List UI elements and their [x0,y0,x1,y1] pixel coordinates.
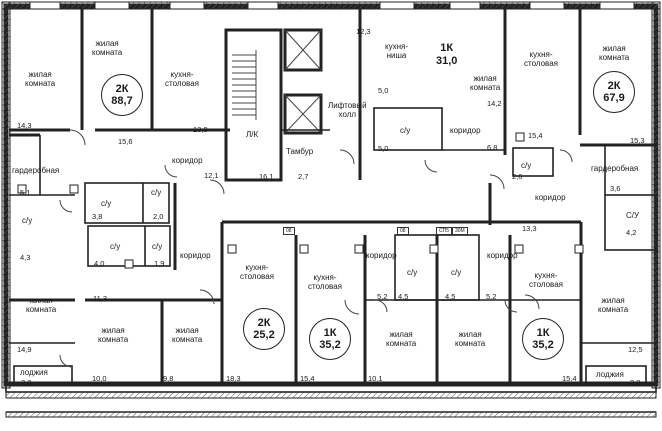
room-area: 14,3 [17,121,32,130]
room-label-bathroom: с/у [151,188,162,197]
room-label-kitchen-niche: кухня- ниша [385,42,409,60]
equipment-tag: 08 [283,227,295,235]
room-area: 14,2 [487,99,502,108]
room-label-loggia: лоджия [20,368,48,377]
room-area: 10,0 [92,374,107,383]
room-label-bathroom: с/у [110,242,121,251]
room-label-living: жилая комната [470,74,501,92]
equipment-tag: СП5 [436,227,452,235]
top-windows [29,1,635,10]
room-area: 5,2 [377,292,388,301]
room-label-kitchen-dining: кухня- столовая [529,271,563,289]
room-label-living: жилая комната [25,70,56,88]
room-area: 4,2 [626,228,637,237]
room-label-bathroom: с/у [101,199,112,208]
room-area: 2,0 [153,212,164,221]
room-area: 15,4 [528,131,543,140]
room-area: 9,8 [163,374,174,383]
room-label-kitchen-dining: кухня- столовая [165,70,199,88]
room-area: 13,3 [522,224,537,233]
doors [59,129,573,368]
room-label-living: жилая комната [26,296,57,314]
room-label-living: жилая комната [172,326,203,344]
room-area: 15,6 [118,137,133,146]
room-area: 4,3 [20,253,31,262]
room-label-living: жилая комната [599,44,630,62]
room-label-corridor: коридор [450,126,481,135]
room-label-corridor: коридор [487,251,518,260]
room-area: 1,9 [154,259,165,268]
room-label-bathroom: с/у [521,161,532,170]
room-label-living: жилая комната [98,326,129,344]
room-area: 11,3 [93,294,108,303]
room-label-living: жилая комната [598,296,629,314]
room-label-vestibule: Тамбур [286,147,314,156]
apartment-top-right-walls [578,9,657,251]
room-label-corridor: коридор [172,156,203,165]
room-area: 3,8 [92,212,103,221]
room-label-bathroom: с/у [407,268,418,277]
room-label-bathroom: с/у [451,268,462,277]
room-label-living: жилая комната [386,330,417,348]
room-area: 15,4 [562,374,577,383]
stair-treads [232,50,257,120]
room-area: 16,1 [259,172,274,181]
lift-core [224,28,330,182]
room-label-living: жилая комната [455,330,486,348]
room-area: 2,8 [630,378,641,387]
room-label-bathroom: с/у [22,216,33,225]
room-area: 6,8 [487,143,498,152]
room-label-wardrobe: гардеробная [591,164,639,173]
room-area: 5,2 [486,292,497,301]
room-label-bathroom: С/У [626,211,640,220]
room-area: 12,5 [628,345,643,354]
shafts [17,132,584,269]
room-label-kitchen-dining: кухня- столовая [524,50,558,68]
room-label-bathroom: с/у [152,242,163,251]
room-area: 4,0 [94,259,105,268]
apartment-top-middle-walls [358,9,554,180]
loggias [13,365,647,385]
room-area: 2,7 [298,172,309,181]
room-area: 5,0 [378,144,389,153]
balcony-strip [5,383,657,418]
room-area: 18,3 [226,374,241,383]
room-label-corridor: коридор [366,251,397,260]
room-area: 2,6 [512,172,523,181]
room-area: 15,3 [630,136,645,145]
room-area: 5,1 [20,188,31,197]
room-label-corridor: коридор [180,251,211,260]
room-label-bathroom: с/у [400,126,411,135]
room-label-lift-hall: Лифтовый холл [328,101,367,119]
room-area: 10,1 [368,374,383,383]
equipment-tag: 30М [452,227,468,235]
room-label-kitchen-dining: кухня- столовая [308,273,342,291]
room-area: 14,9 [17,345,32,354]
room-area: 4,5 [398,292,409,301]
room-label-stair: Л/К [246,130,259,139]
room-label-corridor: коридор [535,193,566,202]
room-area: 15,4 [300,374,315,383]
room-area: 2,8 [21,378,32,387]
room-label-loggia: лоджия [596,370,624,379]
room-area: 12,3 [356,27,371,36]
room-label-wardrobe: гардеробная [12,166,60,175]
room-area: 4,5 [445,292,456,301]
room-area: 13,8 [193,125,208,134]
equipment-tag: 08 [397,227,409,235]
room-area: 3,6 [610,184,621,193]
room-area: 5,0 [378,86,389,95]
room-label-kitchen-dining: кухня- столовая [240,263,274,281]
room-area: 12,1 [204,171,219,180]
room-label-living: жилая комната [92,39,123,57]
apartment-top-left-walls [9,9,230,196]
